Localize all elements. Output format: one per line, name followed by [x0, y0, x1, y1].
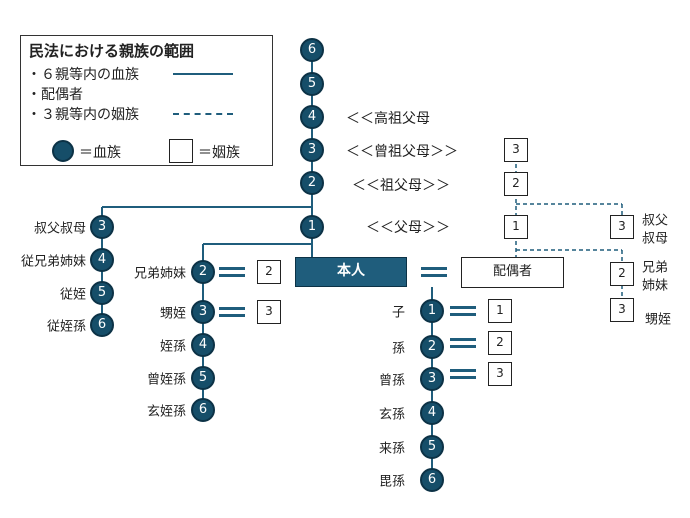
uncle-branch-circle: 4 [90, 248, 114, 272]
descendant-circle: 1 [420, 299, 444, 323]
sibling-branch-label: 兄弟姉妹 [133, 266, 186, 282]
spouse-ascendant-square: 1 [504, 215, 528, 239]
spouse-uncle-label: 叔母 [642, 231, 669, 247]
spouse-ascendant-square: 2 [504, 172, 528, 196]
self-box: 本人 [295, 257, 407, 287]
descendant-label: 来孫 [378, 441, 405, 457]
sibling-branch-circle: 5 [191, 366, 215, 390]
generation-label: ＜＜祖父母＞＞ [352, 178, 450, 194]
generation-label: ＜＜父母＞＞ [366, 220, 450, 236]
spouse-sibling-label: 姉妹 [642, 278, 669, 294]
spouse-ascendant-square: 3 [504, 138, 528, 162]
descendant-label: 玄孫 [378, 407, 405, 423]
ancestor-circle: 2 [300, 171, 324, 195]
legend-title: 民法における親族の範囲 [29, 42, 195, 60]
descendant-circle: 5 [420, 435, 444, 459]
spouse-link-icon [219, 267, 245, 277]
uncle-branch-label: 従兄弟姉妹 [20, 254, 86, 270]
descendant-circle: 2 [420, 335, 444, 359]
sibling-spouse-square: 2 [257, 260, 281, 284]
legend-inlaw-square-icon [169, 139, 193, 163]
spouse-link-icon [450, 306, 476, 316]
uncle-branch-label: 従姪 [59, 287, 86, 303]
legend-box: 民法における親族の範囲 ・６親等内の血族 ・配偶者 ・３親等内の姻族 ＝血族 ＝… [20, 35, 273, 166]
uncle-branch-circle: 5 [90, 281, 114, 305]
spouse-uncle-label: 叔父 [642, 213, 669, 229]
descendant-label: 子 [391, 305, 405, 321]
uncle-branch-circle: 6 [90, 313, 114, 337]
spouse-sibling-label: 兄弟 [642, 260, 669, 276]
spouse-link-icon [219, 307, 245, 317]
sibling-branch-label: 曾姪孫 [146, 372, 186, 388]
uncle-branch-circle: 3 [90, 215, 114, 239]
generation-label: ＜＜高祖父母 [346, 111, 430, 127]
legend-inlaw-label: ＝姻族 [198, 145, 240, 161]
spouse-link-icon [450, 338, 476, 348]
descendant-circle: 6 [420, 468, 444, 492]
descendant-label: 曾孫 [378, 373, 405, 389]
legend-item-blood: ・６親等内の血族 [27, 67, 139, 83]
spouse-box: 配偶者 [461, 257, 564, 288]
ancestor-circle: 3 [300, 138, 324, 162]
ancestor-circle: 1 [300, 215, 324, 239]
ancestor-circle: 6 [300, 38, 324, 62]
sibling-branch-circle: 6 [191, 398, 215, 422]
legend-blood-circle-icon [52, 140, 74, 162]
descendant-circle: 4 [420, 401, 444, 425]
marriage-link-icon [421, 267, 447, 277]
generation-label: ＜＜曾祖父母＞＞ [346, 144, 458, 160]
spouse-nephew-square: 3 [610, 298, 634, 322]
descendant-spouse-square: 3 [488, 362, 512, 386]
spouse-sibling-square: 2 [610, 262, 634, 286]
spouse-link-icon [450, 369, 476, 379]
sibling-branch-circle: 4 [191, 333, 215, 357]
uncle-branch-label: 従姪孫 [46, 319, 86, 335]
descendant-label: 毘孫 [378, 474, 405, 490]
spouse-uncle-square: 3 [610, 215, 634, 239]
sibling-branch-label: 甥姪 [159, 306, 186, 322]
legend-item-inlaw: ・３親等内の姻族 [27, 107, 139, 123]
ancestor-circle: 5 [300, 72, 324, 96]
sibling-spouse-square: 3 [257, 300, 281, 324]
spouse-nephew-label: 甥姪 [645, 312, 672, 328]
legend-blood-label: ＝血族 [79, 145, 121, 161]
descendant-spouse-square: 2 [488, 331, 512, 355]
sibling-branch-label: 玄姪孫 [146, 404, 186, 420]
uncle-branch-label: 叔父叔母 [33, 221, 86, 237]
ancestor-circle: 4 [300, 105, 324, 129]
descendant-label: 孫 [391, 341, 405, 357]
sibling-branch-circle: 3 [191, 300, 215, 324]
descendant-spouse-square: 1 [488, 299, 512, 323]
sibling-branch-circle: 2 [191, 260, 215, 284]
descendant-circle: 3 [420, 367, 444, 391]
legend-solid-line [173, 73, 233, 75]
legend-dashed-line [173, 113, 233, 115]
legend-item-spouse: ・配偶者 [27, 87, 83, 103]
sibling-branch-label: 姪孫 [159, 339, 186, 355]
